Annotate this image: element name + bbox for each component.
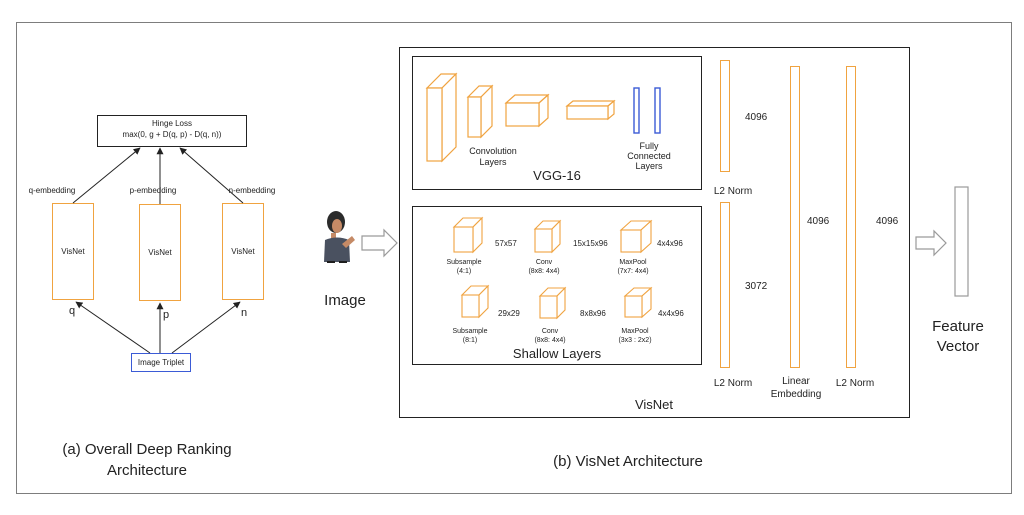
dim-4096-top-label: 4096	[745, 112, 768, 123]
shallow-row2-name-3: MaxPool	[621, 328, 649, 335]
visnet-title: VisNet	[634, 397, 674, 412]
linear-embedding-label-2: Embedding	[770, 389, 822, 400]
conv-layers-label-2: Layers	[479, 157, 507, 167]
shallow-row1-name-3: MaxPool	[619, 259, 647, 266]
shallow-row2-name-1: Subsample	[452, 328, 488, 335]
shallow-row1-name-1: Subsample	[446, 259, 482, 266]
feature-vector-label-1: Feature	[932, 318, 984, 335]
visnet-p-box	[139, 204, 181, 301]
l2-norm-final-label: L2 Norm	[835, 378, 875, 389]
visnet-n-label: VisNet	[231, 247, 255, 256]
shallow-row2-param-3: (3x3 : 2x2)	[618, 337, 652, 344]
n-embedding-arrow	[179, 147, 244, 204]
caption-a-line1: (a) Overall Deep Ranking	[62, 441, 232, 458]
fc-layers-label-2: Connected	[627, 151, 671, 161]
visnet-q-label: VisNet	[61, 247, 85, 256]
vector-linear-embedding	[790, 66, 800, 368]
image-triplet-box	[131, 353, 191, 372]
visnet-p-label: VisNet	[148, 248, 172, 257]
shallow-row1-param-2: (8x8: 4x4)	[528, 268, 560, 275]
feature-vector-bar	[954, 186, 969, 297]
shallow-row1-size-2: 15x15x96	[573, 239, 608, 248]
fc-layer-2	[654, 87, 661, 134]
hinge-loss-formula: max(0, g + D(q, p) - D(q, n))	[122, 130, 222, 139]
dim-4096-linear-label: 4096	[807, 216, 830, 227]
vector-4096-top	[720, 60, 730, 172]
vgg16-box	[412, 56, 702, 190]
shallow-layers-title: Shallow Layers	[512, 346, 602, 361]
p-embedding-label: p-embedding	[129, 186, 177, 195]
feature-vector-label-2: Vector	[936, 338, 980, 355]
fc-layers-label-3: Layers	[635, 161, 663, 171]
q-embedding-label: q-embedding	[28, 186, 76, 195]
hinge-loss-box	[97, 115, 247, 147]
shallow-row1-name-2: Conv	[535, 259, 553, 266]
shallow-row1-size-1: 57x57	[495, 239, 517, 248]
vgg16-title: VGG-16	[533, 168, 581, 183]
image-triplet-label: Image Triplet	[137, 358, 185, 367]
shallow-row1-param-3: (7x7: 4x4)	[617, 268, 649, 275]
triplet-to-q-arrow	[75, 301, 151, 354]
image-label: Image	[324, 292, 366, 309]
shallow-row2-param-2: (8x8: 4x4)	[534, 337, 566, 344]
dim-3072-label: 3072	[745, 281, 768, 292]
linear-embedding-label-1: Linear	[782, 376, 810, 387]
n-embedding-label: n-embedding	[228, 186, 276, 195]
shallow-row1-size-3: 4x4x96	[657, 239, 683, 248]
visnet-outer-box	[399, 47, 910, 418]
visnet-q-box	[52, 203, 94, 300]
fc-layers-label-1: Fully	[639, 141, 659, 151]
vector-3072	[720, 202, 730, 368]
fc-layer-1	[633, 87, 640, 134]
q-label: q	[68, 305, 76, 317]
shallow-row2-size-2: 8x8x96	[580, 309, 606, 318]
l2-norm-bottom-label: L2 Norm	[713, 378, 753, 389]
n-label: n	[240, 307, 248, 319]
p-label: p	[162, 309, 170, 321]
hinge-loss-title: Hinge Loss	[151, 119, 193, 128]
figure-frame	[16, 22, 1012, 494]
conv-layers-label-1: Convolution	[469, 146, 517, 156]
dim-4096-final-label: 4096	[876, 216, 899, 227]
l2-norm-mid-label: L2 Norm	[713, 186, 753, 197]
caption-b: (b) VisNet Architecture	[553, 453, 703, 470]
vector-4096-final	[846, 66, 856, 368]
caption-a-line2: Architecture	[106, 462, 188, 479]
triplet-to-n-arrow	[171, 301, 241, 354]
shallow-row1-param-1: (4:1)	[456, 268, 472, 275]
shallow-row2-size-3: 4x4x96	[658, 309, 684, 318]
visnet-n-box	[222, 203, 264, 300]
q-embedding-arrow	[72, 147, 141, 204]
shallow-row2-name-2: Conv	[541, 328, 559, 335]
shallow-row2-param-1: (8:1)	[462, 337, 478, 344]
shallow-row2-size-1: 29x29	[498, 309, 520, 318]
